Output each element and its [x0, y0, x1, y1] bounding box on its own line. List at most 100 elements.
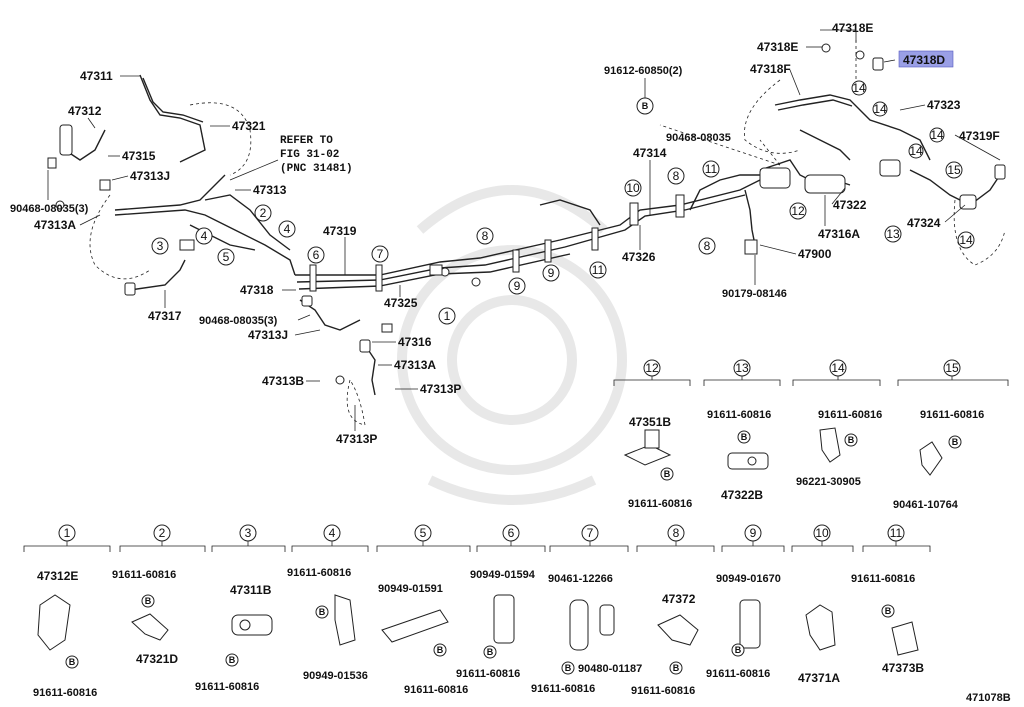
svg-text:1: 1 [64, 526, 71, 540]
svg-text:91611-60816: 91611-60816 [531, 683, 595, 695]
callout-14-c: 14 [929, 127, 945, 143]
svg-text:4: 4 [284, 222, 291, 236]
svg-text:15: 15 [945, 361, 959, 375]
label-47313A-left: 47313A [34, 218, 76, 232]
label-47318F: 47318F [750, 62, 791, 76]
svg-text:7: 7 [587, 526, 594, 540]
label-47322: 47322 [833, 198, 867, 212]
label-47313P-bottom: 47313P [336, 432, 377, 446]
label-90468-08035-mid: 90468-08035(3) [199, 315, 278, 327]
svg-text:4: 4 [201, 229, 208, 243]
label-90179-08146: 90179-08146 [722, 288, 787, 300]
svg-text:13: 13 [886, 227, 900, 241]
svg-text:91611-60816: 91611-60816 [707, 409, 771, 421]
label-47311: 47311 [80, 69, 113, 83]
svg-text:91611-60816: 91611-60816 [112, 569, 176, 581]
svg-text:B: B [664, 469, 671, 479]
label-47323: 47323 [927, 98, 961, 112]
svg-text:4: 4 [329, 526, 336, 540]
callout-8-main: 8 [476, 227, 494, 245]
svg-text:14: 14 [930, 128, 944, 142]
svg-text:B: B [145, 596, 152, 606]
callout-8-bottom: 8 [698, 237, 716, 255]
refer-note-line1: REFER TO [280, 135, 333, 147]
svg-text:9: 9 [514, 279, 521, 293]
svg-text:B: B [487, 647, 494, 657]
label-47324: 47324 [907, 216, 941, 230]
svg-text:9: 9 [750, 526, 757, 540]
detail-group-14: 14 91611-60816 B 96221-30905 [792, 359, 882, 488]
svg-text:3: 3 [245, 526, 252, 540]
svg-text:B: B [437, 645, 444, 655]
svg-text:8: 8 [704, 239, 711, 253]
svg-text:91611-60816: 91611-60816 [33, 687, 97, 699]
svg-text:8: 8 [673, 526, 680, 540]
svg-text:47372: 47372 [662, 592, 696, 606]
detail-group-7: 7 90461-12266 B 90480-01187 91611-60816 [531, 524, 642, 695]
callout-9-right: 9 [542, 264, 560, 282]
label-47321: 47321 [232, 119, 266, 133]
detail-group-2: 2 91611-60816 B 47321D [112, 524, 206, 666]
callout-4-main: 4 [278, 220, 296, 238]
label-47312: 47312 [68, 104, 102, 118]
label-47318D[interactable]: 47318D [903, 53, 945, 67]
label-47326: 47326 [622, 250, 656, 264]
svg-text:10: 10 [626, 181, 640, 195]
svg-text:91611-60816: 91611-60816 [818, 409, 882, 421]
svg-text:91611-60816: 91611-60816 [706, 668, 770, 680]
svg-text:7: 7 [377, 247, 384, 261]
svg-text:91611-60816: 91611-60816 [851, 573, 915, 585]
svg-text:8: 8 [482, 229, 489, 243]
left-rear-assembly [47, 74, 296, 296]
callout-11-main: 11 [589, 261, 607, 279]
refer-note-line2: FIG 31-02 [280, 149, 339, 161]
callout-8-top: 8 [667, 167, 685, 185]
svg-text:47373B: 47373B [882, 661, 924, 675]
svg-text:2: 2 [260, 206, 267, 220]
svg-text:11: 11 [592, 263, 605, 277]
svg-text:91611-60816: 91611-60816 [631, 685, 695, 697]
detail-group-13: 13 91611-60816 B 47322B [703, 359, 781, 502]
callout-7-main: 7 [371, 245, 389, 263]
svg-text:3: 3 [157, 239, 164, 253]
svg-text:47312E: 47312E [37, 569, 78, 583]
label-90468-08035-right: 90468-08035 [666, 132, 731, 144]
svg-text:B: B [848, 435, 855, 445]
callout-1-main: 1 [438, 307, 456, 325]
callout-14-b: 14 [872, 101, 888, 117]
svg-text:90949-01591: 90949-01591 [378, 583, 443, 595]
svg-text:10: 10 [815, 526, 829, 540]
svg-text:B: B [673, 663, 680, 673]
svg-text:11: 11 [890, 526, 903, 540]
svg-text:B: B [69, 657, 76, 667]
diagram-id: 471078B [966, 692, 1011, 704]
detail-row-bottom: 1 47312E B 91611-60816 2 91611-60816 B 4… [23, 524, 931, 699]
svg-text:47322B: 47322B [721, 488, 763, 502]
svg-text:B: B [741, 432, 748, 442]
callout-6-main: 6 [307, 246, 325, 264]
detail-group-3: 3 47311B B 91611-60816 [195, 524, 286, 693]
callout-14-e: 14 [957, 231, 975, 249]
callout-12-main: 12 [789, 202, 807, 220]
svg-text:1: 1 [444, 309, 451, 323]
svg-text:12: 12 [791, 204, 805, 218]
svg-text:90949-01594: 90949-01594 [470, 569, 536, 581]
label-47315: 47315 [122, 149, 156, 163]
leader-lines [47, 29, 1001, 431]
svg-text:90949-01670: 90949-01670 [716, 573, 781, 585]
svg-text:47351B: 47351B [629, 415, 671, 429]
label-91612-60850: 91612-60850(2) [604, 65, 683, 77]
svg-text:91611-60816: 91611-60816 [195, 681, 259, 693]
callout-b-top: B [636, 97, 654, 115]
detail-group-6: 6 90949-01594 B 91611-60816 [456, 524, 546, 680]
label-47313J-top: 47313J [130, 169, 170, 183]
svg-text:91611-60816: 91611-60816 [456, 668, 520, 680]
svg-text:B: B [229, 655, 236, 665]
svg-text:14: 14 [909, 144, 923, 158]
svg-text:2: 2 [159, 526, 166, 540]
label-47316A: 47316A [818, 227, 860, 241]
detail-group-4: 4 91611-60816 B 90949-01536 [287, 524, 369, 682]
svg-text:96221-30905: 96221-30905 [796, 476, 861, 488]
detail-group-10: 10 47371A [791, 524, 854, 685]
